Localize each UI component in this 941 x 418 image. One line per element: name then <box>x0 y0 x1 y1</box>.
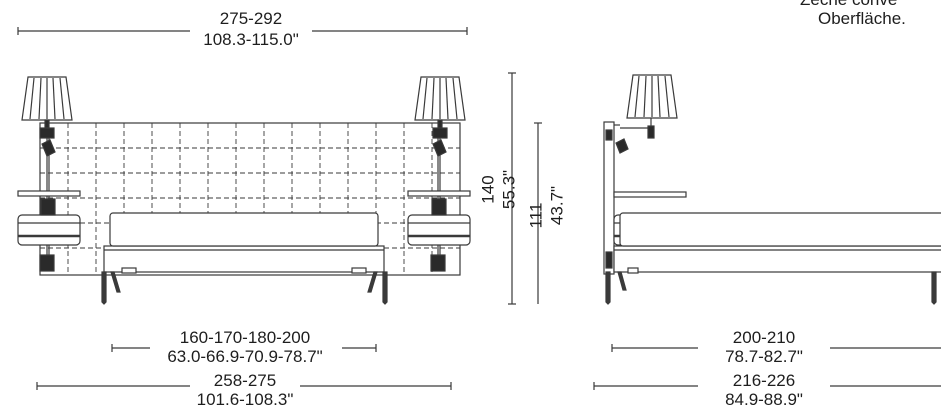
side-bed-frame <box>605 212 941 305</box>
corner-note-line-2: Oberfläche. <box>818 9 906 28</box>
frame-width-dimension-line <box>36 382 452 390</box>
frame-length-dimension-line <box>593 382 941 390</box>
corner-note-line-1: Zeche conve <box>800 0 897 9</box>
bed-height-cm-label: 111 <box>526 202 546 229</box>
headboard-height-cm-label: 140 <box>478 175 498 204</box>
frame-width-cm-label: 258-275 <box>213 371 277 390</box>
bed-frame <box>103 212 385 273</box>
frame-length-cm-label: 216-226 <box>732 371 796 390</box>
mattress-length-inch-label: 78.7-82.7" <box>725 347 803 366</box>
side-view <box>593 74 941 390</box>
frame-length-inch-label: 84.9-88.9" <box>725 390 803 409</box>
bed-height-inch-label: 43.7" <box>547 185 567 226</box>
mattress-width-inch-label: 63.0-66.9-70.9-78.7" <box>167 347 323 366</box>
bed-legs <box>101 267 388 305</box>
mattress-width-cm-label: 160-170-180-200 <box>179 328 311 347</box>
height-dimension-lines <box>508 72 542 305</box>
overall-width-dimension-line <box>17 27 468 35</box>
frame-width-inch-label: 101.6-108.3" <box>196 390 294 409</box>
left-bedside-unit <box>17 76 81 272</box>
overall-width-inch-label: 108.3-115.0" <box>203 30 299 49</box>
mattress-length-cm-label: 200-210 <box>732 328 796 347</box>
side-lamp <box>615 74 678 154</box>
headboard <box>39 122 461 276</box>
right-bedside-unit <box>407 76 471 272</box>
mattress-width-dimension-line <box>111 344 377 352</box>
overall-width-cm-label: 275-292 <box>219 9 283 28</box>
headboard-height-inch-label: 55.3" <box>499 169 519 210</box>
front-view <box>17 27 542 390</box>
mattress-length-dimension-line <box>611 344 941 352</box>
